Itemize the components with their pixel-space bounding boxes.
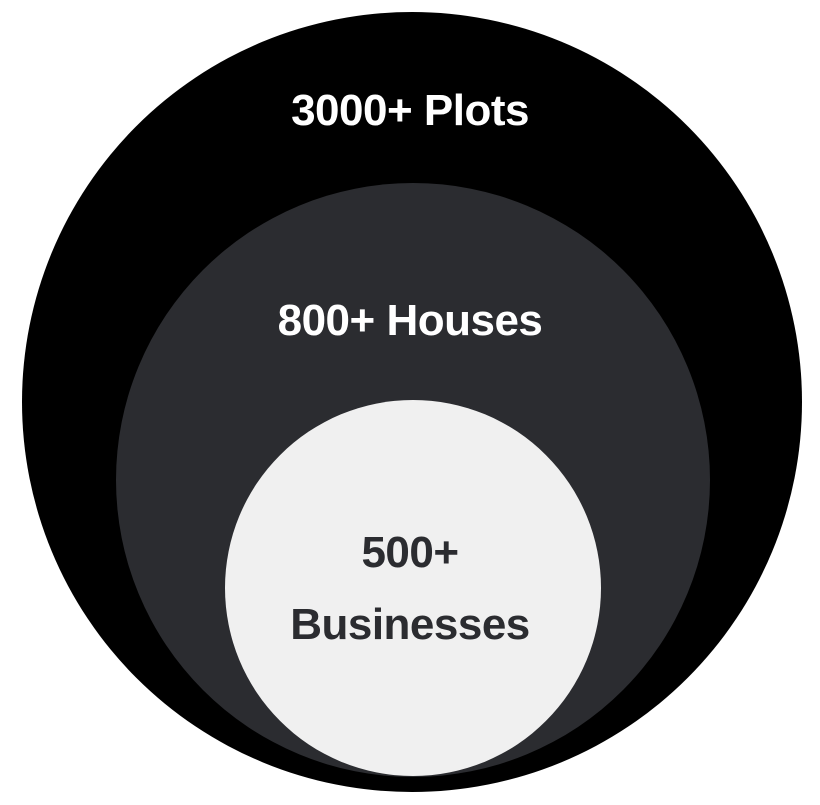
businesses-count-label: 500+ — [361, 528, 459, 577]
houses-label: 800+ Houses — [277, 296, 543, 345]
businesses-circle — [225, 400, 601, 776]
businesses-label: Businesses — [290, 600, 530, 649]
plots-label: 3000+ Plots — [291, 86, 529, 135]
